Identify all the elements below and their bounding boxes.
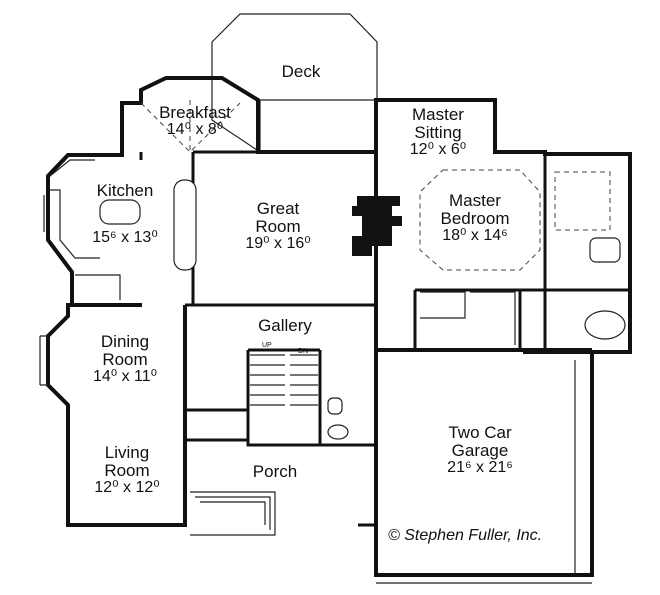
- fireplace: [352, 196, 402, 256]
- dining-room-name-1: Dining: [100, 332, 150, 351]
- powder-sink: [327, 424, 349, 440]
- dining-room-name-2: Room: [102, 349, 148, 369]
- kitchen-dims: 15⁶ x 13⁰: [92, 229, 158, 246]
- dining-bay: [39, 335, 48, 386]
- gallery-wall: [185, 303, 376, 447]
- kitchen-great-divider: [139, 150, 258, 160]
- master-sitting-label: Master Sitting 12⁰ x 6⁰: [396, 106, 480, 158]
- living-room-name-2: Room: [104, 460, 150, 480]
- master-sitting-name-2: Sitting: [414, 122, 462, 142]
- garage-dims: 21⁶ x 21⁶: [447, 458, 513, 476]
- master-bedroom-label: Master Bedroom 18⁰ x 14⁶: [425, 192, 525, 244]
- gallery-name: Gallery: [258, 316, 312, 335]
- garage-name-2: Garage: [451, 440, 509, 460]
- kitchen-dims-label: 15⁶ x 13⁰: [85, 229, 165, 247]
- garage-door-lines: [376, 360, 592, 584]
- great-room-bar: [173, 179, 197, 271]
- kitchen-island: [99, 199, 141, 225]
- dining-room-label: Dining Room 14⁰ x 11⁰: [80, 333, 170, 385]
- powder-toilet: [327, 397, 343, 415]
- garage-name-1: Two Car: [448, 423, 512, 442]
- master-bedroom-name-2: Bedroom: [440, 208, 510, 228]
- garage-wall: [374, 348, 594, 577]
- master-sitting-name-1: Master: [412, 105, 464, 124]
- stair-down-label: DN: [298, 348, 309, 355]
- credit-text: Stephen Fuller, Inc.: [404, 527, 543, 544]
- deck-label: Deck: [270, 63, 332, 81]
- bath-vanity: [589, 237, 621, 263]
- porch-name: Porch: [252, 462, 298, 481]
- master-sitting-dims: 12⁰ x 6⁰: [409, 140, 467, 158]
- breakfast-name: Breakfast: [159, 103, 231, 122]
- porch-outline: [185, 438, 378, 527]
- bathtub: [584, 310, 626, 340]
- master-bedroom-outline: [419, 169, 541, 271]
- great-room-dims: 19⁰ x 16⁰: [245, 234, 311, 252]
- gallery-label: Gallery: [250, 317, 320, 335]
- kitchen-counter: [49, 159, 121, 300]
- stair-up-label: UP: [262, 342, 272, 349]
- kitchen-name: Kitchen: [96, 181, 154, 200]
- master-sitting-wall: [374, 100, 547, 260]
- shower: [554, 171, 611, 231]
- porch-label: Porch: [240, 463, 310, 481]
- breakfast-label: Breakfast 14⁰ x 8⁰: [150, 104, 240, 139]
- great-room-name-1: Great: [256, 199, 300, 218]
- great-room-name-2: Room: [255, 216, 301, 236]
- living-room-label: Living Room 12⁰ x 12⁰: [82, 444, 172, 496]
- copyright-credit: © Stephen Fuller, Inc.: [388, 527, 542, 545]
- closet-walls: [420, 291, 516, 345]
- great-room-label: Great Room 19⁰ x 16⁰: [233, 200, 323, 252]
- bath-walls: [413, 260, 630, 352]
- master-bedroom-dims: 18⁰ x 14⁶: [442, 226, 508, 244]
- garage-label: Two Car Garage 21⁶ x 21⁶: [430, 424, 530, 476]
- dining-room-dims: 14⁰ x 11⁰: [92, 367, 158, 385]
- living-room-name-1: Living: [104, 443, 150, 462]
- master-bedroom-name-1: Master: [449, 191, 501, 210]
- kitchen-bay-wall: [46, 153, 142, 307]
- kitchen-label: Kitchen: [85, 182, 165, 200]
- living-room-dims: 12⁰ x 12⁰: [94, 478, 160, 496]
- porch-steps: [190, 491, 276, 536]
- copyright-symbol: ©: [388, 527, 400, 544]
- stairs: [250, 354, 318, 406]
- deck-name: Deck: [281, 62, 321, 81]
- breakfast-dims: 14⁰ x 8⁰: [166, 120, 224, 138]
- exterior-wall-left: [46, 303, 187, 527]
